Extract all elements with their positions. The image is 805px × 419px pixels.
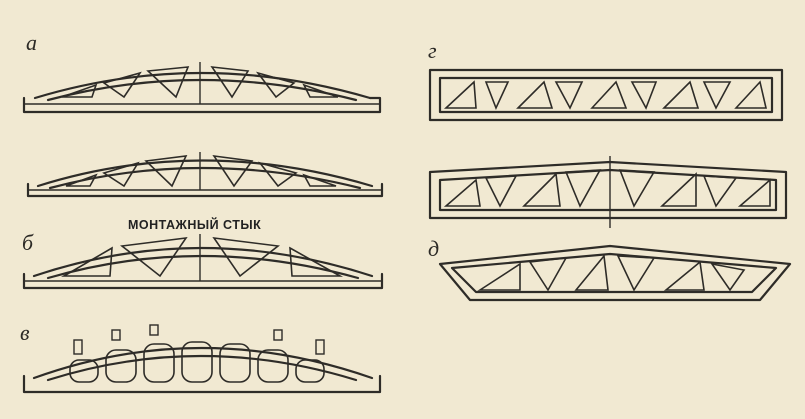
truss-g1 [428, 68, 784, 122]
truss-v [22, 324, 382, 394]
label-v: в [20, 320, 30, 345]
label-g: г [428, 38, 437, 63]
label-b: б [22, 230, 34, 255]
truss-a2 [26, 152, 384, 198]
assembly-joint-caption: МОНТАЖНЫЙ СТЫК [128, 218, 262, 232]
truss-d [438, 244, 792, 302]
truss-b [22, 234, 384, 290]
label-a: а [26, 30, 37, 55]
truss-g2 [428, 156, 788, 228]
truss-a1 [22, 62, 382, 114]
label-d: д [428, 236, 440, 261]
